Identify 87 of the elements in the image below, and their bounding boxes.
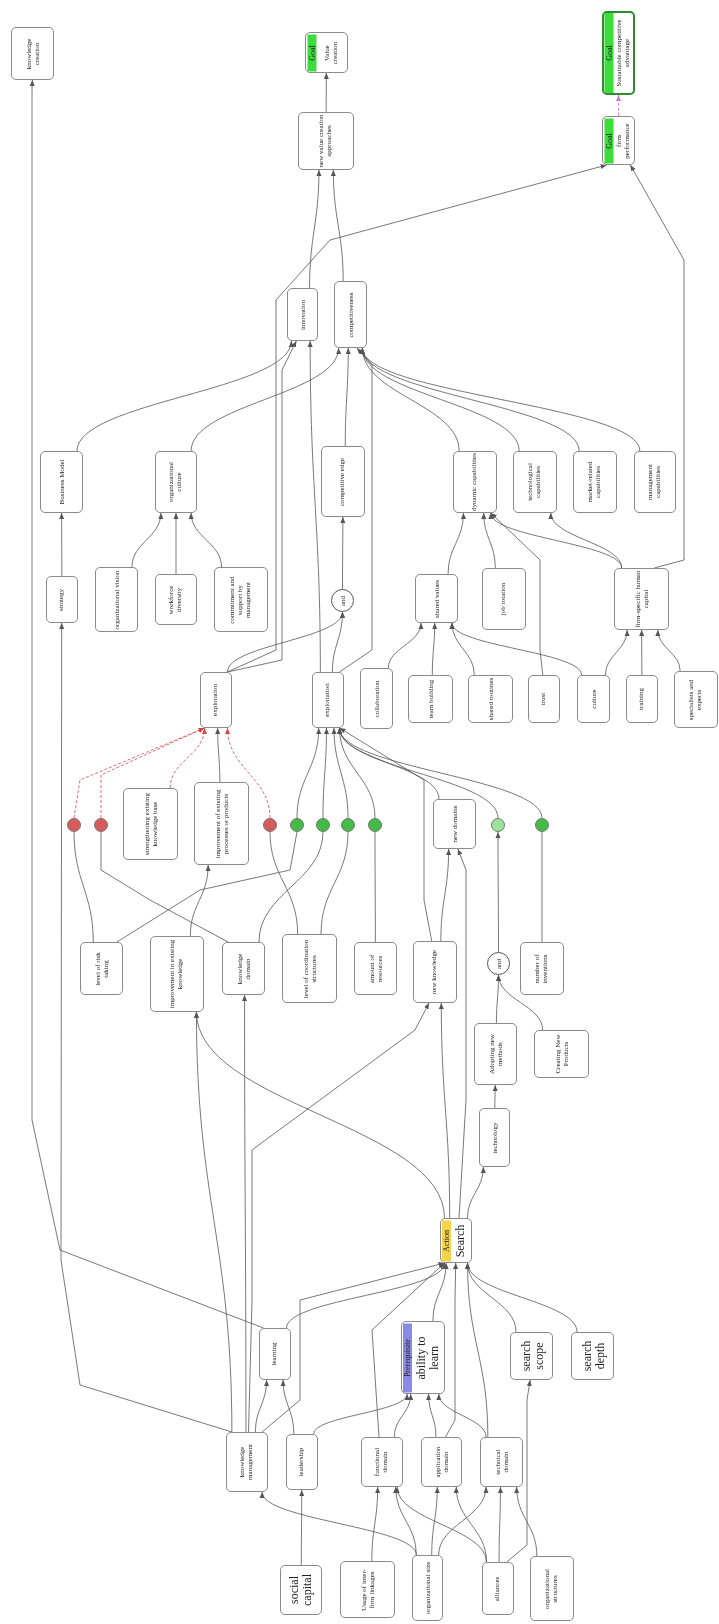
concept-box bbox=[46, 576, 78, 623]
category-tag: Action bbox=[442, 1220, 452, 1261]
concept-box bbox=[602, 116, 635, 165]
category-tag: Goal bbox=[307, 34, 317, 71]
concept-box bbox=[534, 1030, 589, 1078]
concept-box bbox=[340, 1561, 395, 1618]
concept-box bbox=[480, 1437, 523, 1487]
concept-box bbox=[194, 782, 249, 865]
concept-box bbox=[150, 936, 204, 1012]
concept-box bbox=[577, 675, 610, 723]
concept-box bbox=[321, 446, 365, 517]
status-dot bbox=[491, 818, 505, 832]
junction-circle bbox=[331, 589, 354, 612]
concept-box bbox=[155, 451, 197, 513]
connector-line bbox=[269, 831, 299, 935]
concept-box bbox=[40, 451, 83, 513]
concept-box bbox=[280, 1565, 322, 1615]
concept-box bbox=[408, 675, 453, 723]
connector-line bbox=[320, 831, 349, 935]
connector-line bbox=[258, 831, 324, 943]
box-label: Search bbox=[454, 1224, 467, 1257]
connector-line bbox=[100, 831, 229, 943]
concept-box bbox=[282, 934, 337, 1003]
box-label: search scope bbox=[518, 1339, 545, 1374]
concept-box bbox=[200, 672, 232, 728]
concept-box bbox=[421, 1437, 462, 1487]
concept-box bbox=[95, 567, 138, 632]
concept-box bbox=[530, 1556, 574, 1621]
concept-box bbox=[634, 451, 676, 513]
concept-box bbox=[474, 1023, 517, 1085]
concept-box bbox=[412, 1555, 443, 1621]
concept-box bbox=[520, 942, 564, 995]
status-dot bbox=[94, 818, 108, 832]
concept-box bbox=[401, 1321, 445, 1394]
status-dot bbox=[316, 818, 330, 832]
connector-line bbox=[73, 831, 94, 943]
concept-box bbox=[361, 1437, 403, 1487]
concept-box bbox=[440, 1218, 472, 1263]
concept-box bbox=[510, 1332, 553, 1380]
concept-box bbox=[513, 451, 557, 513]
concept-box bbox=[614, 568, 669, 630]
concept-box bbox=[479, 1108, 510, 1167]
concept-box bbox=[226, 1432, 268, 1492]
connector-line bbox=[116, 831, 298, 943]
concept-box bbox=[298, 112, 354, 170]
connector-line bbox=[541, 831, 543, 943]
category-tag: Goal bbox=[604, 118, 614, 163]
concept-box bbox=[354, 942, 397, 995]
connector-line bbox=[374, 831, 376, 943]
concept-box bbox=[312, 672, 344, 728]
box-label: social capital bbox=[288, 1573, 314, 1608]
concept-box bbox=[528, 675, 560, 723]
category-tag: Prerequisite bbox=[403, 1323, 413, 1392]
concept-box bbox=[287, 288, 318, 341]
junction-circle bbox=[487, 952, 510, 975]
status-dot bbox=[290, 818, 304, 832]
status-dot bbox=[341, 818, 355, 832]
concept-box bbox=[602, 11, 635, 95]
concept-box bbox=[286, 1434, 318, 1490]
status-dot bbox=[535, 818, 549, 832]
concept-box bbox=[573, 451, 617, 513]
concept-box bbox=[305, 32, 348, 73]
status-dot bbox=[263, 818, 277, 832]
concept-box bbox=[571, 1332, 614, 1380]
concept-box bbox=[222, 942, 265, 995]
status-dot bbox=[67, 818, 81, 832]
concept-box bbox=[80, 942, 123, 995]
concept-box bbox=[413, 941, 457, 1003]
category-tag: Goal bbox=[604, 13, 614, 93]
concept-box bbox=[482, 568, 526, 630]
concept-box bbox=[453, 451, 497, 513]
concept-box bbox=[674, 671, 718, 728]
concept-box bbox=[214, 567, 268, 632]
concept-box bbox=[468, 675, 513, 723]
concept-box bbox=[433, 799, 476, 849]
concept-box bbox=[334, 281, 367, 348]
concept-box bbox=[259, 1328, 291, 1380]
box-label: ability to learn bbox=[415, 1335, 441, 1381]
concept-box bbox=[155, 574, 197, 625]
concept-box bbox=[626, 675, 658, 723]
concept-box bbox=[360, 668, 393, 729]
concept-box bbox=[123, 788, 178, 860]
status-dot bbox=[368, 818, 382, 832]
concept-box bbox=[482, 1562, 514, 1615]
concept-box bbox=[11, 27, 54, 80]
box-label: search depth bbox=[579, 1339, 606, 1374]
concept-box bbox=[415, 574, 458, 623]
